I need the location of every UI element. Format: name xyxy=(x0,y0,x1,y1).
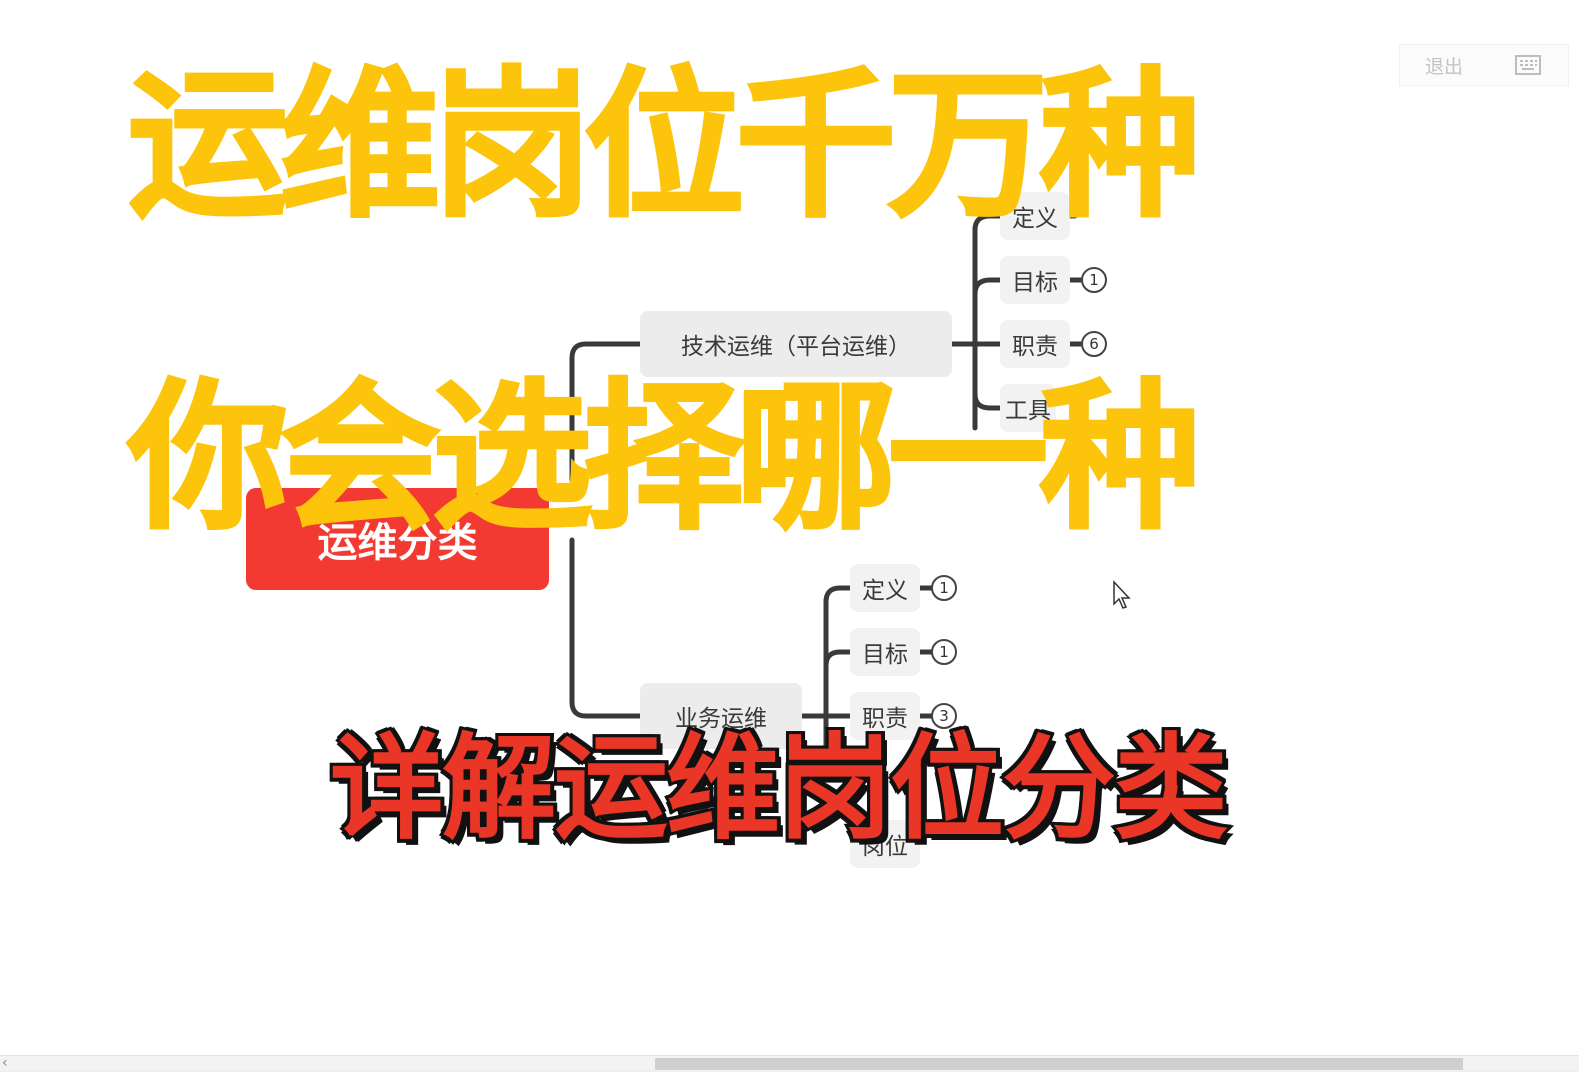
count-badge[interactable]: 1 xyxy=(931,575,957,601)
leaf-goal[interactable]: 目标 xyxy=(1000,256,1070,304)
count-badge[interactable]: 6 xyxy=(1081,331,1107,357)
overlay-title-line2: 你会选择哪一种 xyxy=(127,364,1202,551)
branch-label: 技术运维（平台运维） xyxy=(681,334,911,360)
leaf-label: 定义 xyxy=(862,578,908,604)
bottom-border xyxy=(0,1071,1579,1080)
branch-business-ops[interactable]: 业务运维 xyxy=(640,683,802,749)
leaf-label: 定义 xyxy=(1012,206,1058,232)
leaf-tools[interactable]: 工具 xyxy=(1000,384,1056,432)
exit-button[interactable]: 退出 xyxy=(1424,55,1463,78)
badge-count: 6 xyxy=(1089,335,1099,353)
branch-label: 业务运维 xyxy=(675,706,767,732)
leaf-label: 工具 xyxy=(1005,398,1051,424)
count-badge[interactable]: 1 xyxy=(1081,267,1107,293)
leaf-definition[interactable]: 定义 xyxy=(850,564,920,612)
leaf-label: 目标 xyxy=(862,642,908,668)
badge-count: 1 xyxy=(1089,271,1099,289)
leaf-label: 岗位 xyxy=(862,834,908,860)
branch-tech-ops[interactable]: 技术运维（平台运维） xyxy=(640,311,952,377)
leaf-definition[interactable]: 定义 xyxy=(1000,192,1070,240)
badge-count: 1 xyxy=(939,579,949,597)
leaf-position[interactable]: 岗位 xyxy=(850,820,920,868)
scrollbar-thumb[interactable] xyxy=(655,1058,1463,1070)
leaf-label: 职责 xyxy=(862,706,908,732)
keyboard-icon xyxy=(1515,55,1541,75)
horizontal-scrollbar[interactable]: ‹ xyxy=(0,1055,1579,1072)
leaf-duties[interactable]: 职责 xyxy=(850,692,920,740)
presentation-toolbar: 退出 xyxy=(1399,44,1569,86)
scroll-left-icon[interactable]: ‹ xyxy=(2,1055,8,1071)
leaf-goal[interactable]: 目标 xyxy=(850,628,920,676)
overlay-title-line1: 运维岗位千万种 xyxy=(127,52,1202,239)
mouse-cursor-icon xyxy=(1113,580,1131,609)
count-badge[interactable]: 1 xyxy=(931,639,957,665)
keyboard-button[interactable] xyxy=(1488,55,1568,75)
leaf-duties[interactable]: 职责 xyxy=(1000,320,1070,368)
overlay-subtitle: 详解运维岗位分类 xyxy=(327,722,1231,855)
root-label: 运维分类 xyxy=(317,520,478,566)
badge-count: 3 xyxy=(939,707,949,725)
mindmap-root-node[interactable]: 运维分类 xyxy=(246,488,549,590)
leaf-label: 职责 xyxy=(1012,334,1058,360)
leaf-label: 目标 xyxy=(1012,270,1058,296)
badge-count: 1 xyxy=(939,643,949,661)
count-badge[interactable]: 3 xyxy=(931,703,957,729)
